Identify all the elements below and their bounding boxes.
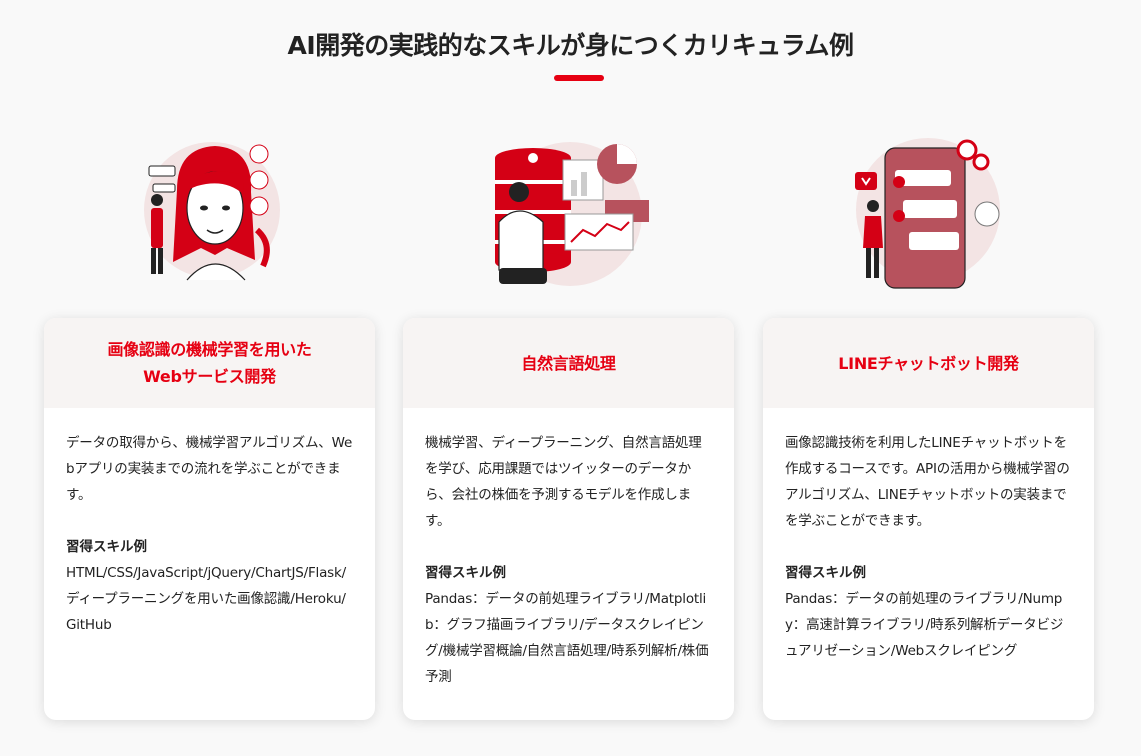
curriculum-card: LINEチャットボット開発 画像認識技術を利用したLINEチャットボットを作成す… [763,318,1094,720]
skills-list: Pandas：データの前処理ライブラリ/Matplotlib：グラフ描画ライブラ… [425,591,709,685]
data-analysis-illustration [485,130,655,292]
curriculum-card: 自然言語処理 機械学習、ディープラーニング、自然言語処理を学び、応用課題ではツイ… [403,318,734,720]
card-body: データの取得から、機械学習アルゴリズム、Webアプリの実装までの流れを学ぶことが… [44,408,375,638]
face-recognition-illustration [127,130,297,292]
skills-heading: 習得スキル例 [425,565,506,581]
card-body: 機械学習、ディープラーニング、自然言語処理を学び、応用課題ではツイッターのデータ… [403,408,734,690]
card-body: 画像認識技術を利用したLINEチャットボットを作成するコースです。APIの活用か… [763,408,1094,664]
card-header: LINEチャットボット開発 [763,318,1094,408]
skills-heading: 習得スキル例 [66,539,147,555]
skills-heading: 習得スキル例 [785,565,866,581]
card-title: 自然言語処理 [521,353,616,373]
card-description: データの取得から、機械学習アルゴリズム、Webアプリの実装までの流れを学ぶことが… [66,435,353,503]
curriculum-card: 画像認識の機械学習を用いた Webサービス開発 データの取得から、機械学習アルゴ… [44,318,375,720]
card-header: 画像認識の機械学習を用いた Webサービス開発 [44,318,375,408]
skills-list: Pandas：データの前処理のライブラリ/Numpy：高速計算ライブラリ/時系列… [785,591,1064,659]
card-description: 機械学習、ディープラーニング、自然言語処理を学び、応用課題ではツイッターのデータ… [425,435,702,529]
title-underline [554,75,604,81]
card-description: 画像認識技術を利用したLINEチャットボットを作成するコースです。APIの活用か… [785,435,1070,529]
page-title: AI開発の実践的なスキルが身につくカリキュラム例 [287,31,854,60]
skills-list: HTML/CSS/JavaScript/jQuery/ChartJS/Flask… [66,565,346,633]
card-header: 自然言語処理 [403,318,734,408]
card-title: LINEチャットボット開発 [838,353,1019,373]
chatbot-illustration [843,130,1013,292]
card-title: 画像認識の機械学習を用いた Webサービス開発 [107,340,312,386]
